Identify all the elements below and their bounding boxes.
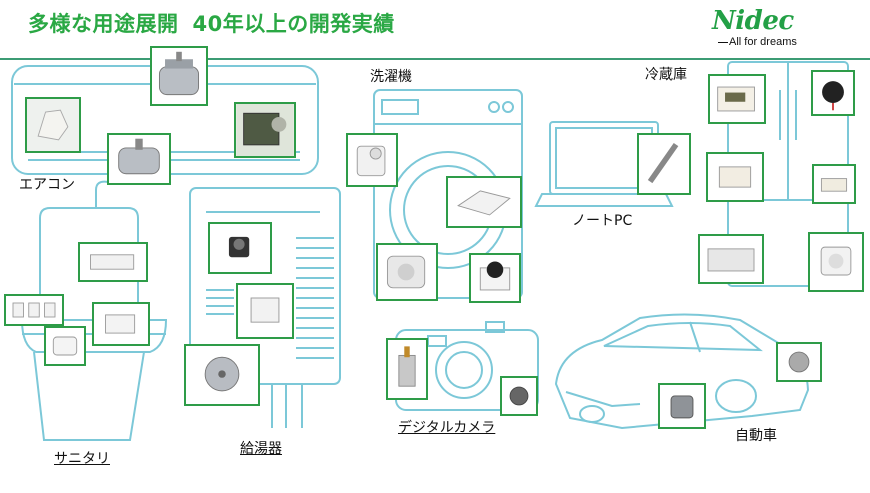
washer-pump-photo [446, 176, 522, 228]
damper-icon [718, 166, 752, 188]
actuator-icon [105, 314, 136, 334]
motor-icon [479, 261, 511, 291]
sanitary-motor-photo [44, 326, 86, 366]
fridge-fan-photo [811, 70, 855, 116]
damper-icon [250, 297, 280, 323]
label-sanitary: サニタリ [54, 451, 110, 467]
valve-icon [90, 254, 135, 270]
timer-icon [820, 246, 852, 276]
switch-icon [820, 178, 848, 192]
header-divider [0, 58, 870, 60]
sanitary-valve-photo [78, 242, 148, 282]
shaft-motor-icon [647, 142, 679, 184]
fridge-ice-tray-photo [698, 234, 764, 284]
label-car: 自動車 [735, 428, 777, 444]
sanitary-actuator-photo [92, 302, 150, 346]
gear-motor-icon [670, 395, 694, 419]
label-washer: 洗濯機 [370, 69, 412, 85]
actuator-icon [236, 104, 294, 156]
label-notepc: ノートPC [572, 213, 633, 229]
washer-drain-photo [376, 243, 438, 301]
micro-stepper-icon [509, 386, 529, 406]
ice-tray-icon [707, 248, 755, 272]
fridge-switch-photo [812, 164, 856, 204]
laptop-shaft-photo [637, 133, 691, 195]
display-unit-icon [717, 86, 755, 112]
valve-icon [228, 236, 250, 258]
car-motor-photo [776, 342, 822, 382]
fan-motor-icon [822, 81, 844, 111]
drain-unit-icon [386, 255, 426, 289]
washer-motor-photo [469, 253, 521, 303]
gear-motor-icon [158, 51, 200, 96]
pump-housing-icon [457, 190, 511, 216]
plastic-part-icon [27, 99, 79, 151]
caps-icon [12, 302, 56, 318]
label-aircon: エアコン [19, 177, 75, 193]
heater-stepper-photo [184, 344, 260, 406]
label-heater: 給湯器 [240, 441, 282, 457]
logo-wordmark: Nidec [712, 6, 794, 36]
fridge-damper-photo [706, 152, 764, 202]
logo-tagline-text: All for dreams [729, 36, 797, 48]
car-outline [554, 313, 810, 430]
logo-tagline: All for dreams [718, 36, 797, 48]
title-left: 多様な用途展開 [28, 12, 179, 36]
motor-icon [52, 336, 78, 356]
gear-motor-icon [118, 138, 160, 175]
aircon-actuator-photo [234, 102, 296, 158]
page-title: 多様な用途展開 40年以上の開発実績 [28, 8, 395, 38]
fridge-display-photo [708, 74, 766, 124]
title-right: 40年以上の開発実績 [192, 12, 395, 36]
heater-damper-photo [236, 283, 294, 339]
heater-outline [189, 187, 341, 428]
motor-icon [788, 351, 810, 373]
camera-motor-photo [386, 338, 428, 400]
aircon-part-photo-left [25, 97, 81, 153]
washer-valve-photo [346, 133, 398, 187]
valve-icon [356, 145, 386, 177]
label-fridge: 冷蔵庫 [645, 67, 687, 83]
washer-outline [373, 89, 523, 299]
aircon-motor-photo-top [150, 46, 208, 106]
aircon-motor-photo-bottom [107, 133, 171, 185]
fridge-timer-photo [808, 232, 864, 292]
camera-stepper-photo [500, 376, 538, 416]
heater-valve-photo [208, 222, 272, 274]
sanitary-caps-photo [4, 294, 64, 326]
car-gear-motor-photo [658, 383, 706, 429]
nidec-logo: Nidec All for dreams [712, 6, 822, 54]
label-camera: デジタルカメラ [398, 420, 496, 436]
stepper-motor-icon [204, 356, 240, 392]
micro-motor-icon [398, 346, 416, 387]
